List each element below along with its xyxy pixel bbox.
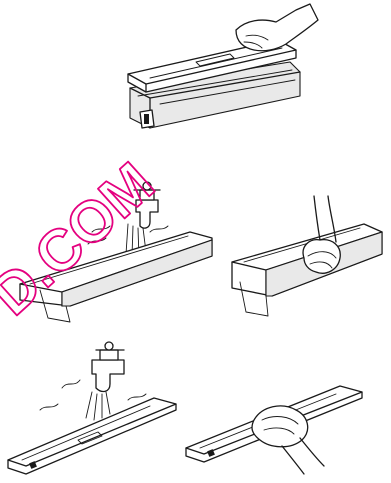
faucet-icon <box>92 342 124 391</box>
panel-rinse-cover <box>8 342 176 474</box>
tray-icon <box>232 224 382 316</box>
hand-icon <box>236 4 318 51</box>
panel-wipe-tray <box>232 196 382 316</box>
tray-cover-icon <box>8 398 176 474</box>
panel-remove-cover <box>128 4 318 128</box>
panel-wipe-cover <box>186 386 362 474</box>
cloth-hand-icon <box>303 196 340 273</box>
